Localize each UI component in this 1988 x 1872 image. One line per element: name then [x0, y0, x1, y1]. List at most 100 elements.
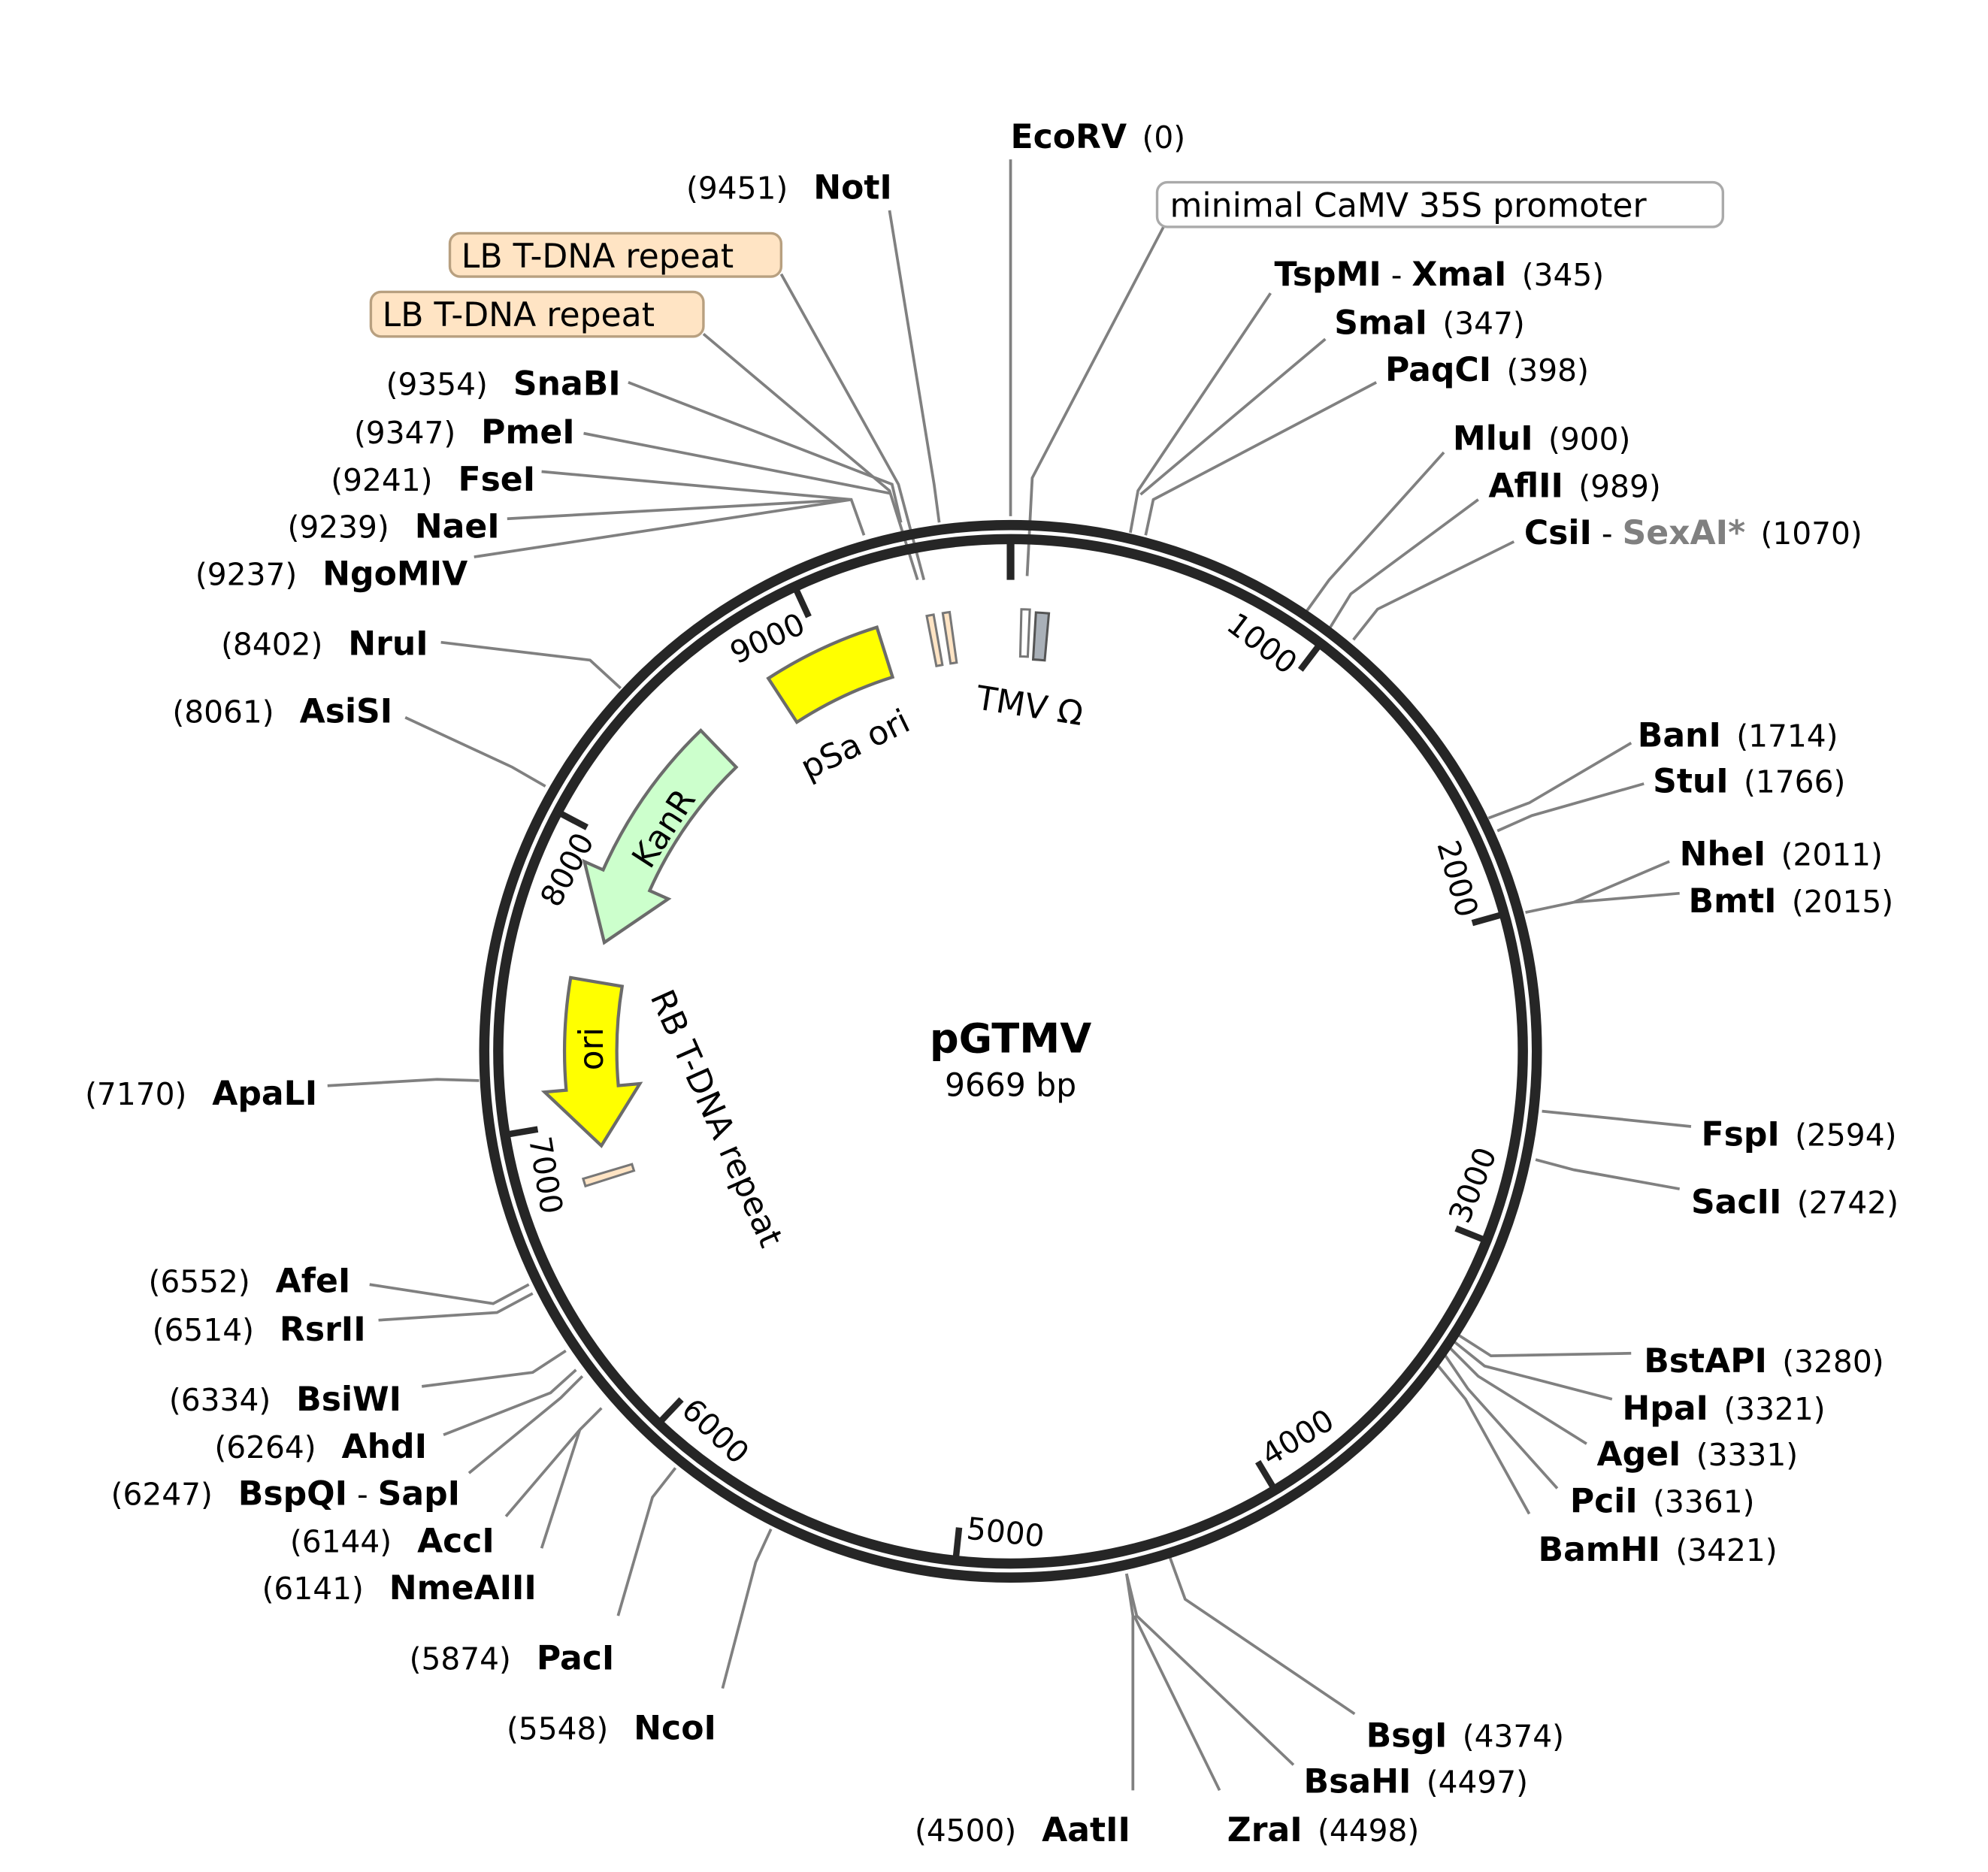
tick-mark: [1471, 912, 1502, 927]
tick-mark: [793, 588, 812, 618]
enzyme-asisi[interactable]: (8061)AsiSI: [172, 693, 392, 731]
features: [540, 608, 1051, 1188]
leader-zrai: [1133, 1615, 1221, 1792]
feature-kanr-arrow[interactable]: [582, 728, 739, 945]
enzyme-smai[interactable]: SmaI(347): [1334, 304, 1525, 342]
lb-tdna-label-2[interactable]: LB T-DNA repeat: [369, 290, 705, 338]
leader-paqci: [1144, 381, 1378, 536]
tick-label: 6000: [675, 1391, 756, 1471]
leader-stui: [1496, 782, 1645, 833]
leader-bsiwi: [421, 1349, 567, 1388]
enzyme-hpai[interactable]: HpaI(3321): [1622, 1390, 1825, 1428]
enzyme-bsgi[interactable]: BsgI(4374): [1366, 1717, 1564, 1756]
enzyme-sacii[interactable]: SacII(2742): [1691, 1183, 1899, 1221]
leader-pmei: [583, 431, 890, 495]
plasmid-size: 9669 bp: [945, 1066, 1076, 1103]
feature-label-rb-tdna: RB T-DNA repeat: [643, 984, 790, 1253]
leader-bsahi: [1125, 1573, 1295, 1766]
enzyme-ahdi[interactable]: (6264)AhdI: [214, 1428, 427, 1466]
feature-promoter[interactable]: [1018, 608, 1031, 658]
tick-mark: [1297, 644, 1321, 672]
tick-mark: [658, 1397, 684, 1423]
enzyme-csii-sexai[interactable]: CsiI - SexAI*(1070): [1524, 514, 1862, 552]
enzyme-nhei[interactable]: NheI(2011): [1680, 835, 1883, 873]
tick-label: 7000: [522, 1134, 570, 1217]
enzyme-pmei[interactable]: (9347)PmeI: [354, 413, 575, 452]
leader-apali: [327, 1078, 480, 1087]
leader-csii: [1352, 540, 1515, 641]
enzyme-bspqi-sapi[interactable]: (6247)BspQI - SapI: [111, 1475, 460, 1514]
enzyme-aflii[interactable]: AflII(989): [1488, 467, 1660, 505]
leader-bmti: [1573, 891, 1680, 904]
enzyme-aatii[interactable]: (4500)AatII: [915, 1811, 1130, 1849]
feature-psa-ori[interactable]: [766, 625, 895, 724]
leader-nmeaiii: [540, 1429, 582, 1549]
enzyme-naei[interactable]: (9239)NaeI: [287, 508, 499, 546]
enzyme-ngomiv[interactable]: (9237)NgoMIV: [195, 555, 467, 593]
lb-tdna-text-1: LB T-DNA repeat: [461, 237, 734, 276]
enzyme-agei[interactable]: AgeI(3331): [1596, 1435, 1798, 1474]
promoter-text: minimal CaMV 35S promoter: [1170, 186, 1647, 225]
leader-smai: [1139, 337, 1327, 496]
feature-label-psa-ori: pSa ori: [794, 702, 915, 787]
enzyme-bani[interactable]: BanI(1714): [1638, 717, 1838, 755]
leader-nhei: [1525, 860, 1670, 914]
enzyme-bstapi[interactable]: BstAPI(3280): [1644, 1342, 1884, 1381]
enzyme-nmeaiii[interactable]: (6141)NmeAIII: [262, 1569, 537, 1607]
feature-label-tmv: TMV Ω: [973, 679, 1085, 733]
enzyme-fspi[interactable]: FspI(2594): [1702, 1115, 1897, 1154]
backbone-outer-strand: [479, 519, 1542, 1583]
enzyme-tspmi-xmai[interactable]: TspMI - XmaI(345): [1275, 256, 1605, 294]
leader-nrui: [440, 640, 622, 690]
leader-sacii: [1535, 1158, 1681, 1190]
enzyme-ecorv[interactable]: EcoRV(0): [1011, 118, 1186, 156]
feature-tmv-omega[interactable]: [1031, 611, 1051, 662]
leader-mlui: [1305, 451, 1445, 613]
enzyme-bmti[interactable]: BmtI(2015): [1689, 882, 1894, 921]
tick-mark: [952, 1527, 963, 1557]
enzyme-pcii[interactable]: PciI(3361): [1570, 1483, 1755, 1521]
enzyme-snabi[interactable]: (9354)SnaBI: [386, 365, 621, 404]
leader-pcii: [1442, 1352, 1559, 1489]
leader-bani: [1487, 742, 1632, 820]
leader-ahdi: [443, 1368, 577, 1437]
enzyme-rsrii[interactable]: (6514)RsrII: [153, 1311, 366, 1349]
leader-aatii: [1124, 1573, 1135, 1791]
leader-asisi: [404, 716, 546, 788]
leader-rsrii: [378, 1292, 534, 1322]
enzyme-mlui[interactable]: MluI(900): [1453, 420, 1631, 458]
feature-label-ori: ori: [573, 1027, 611, 1070]
enzyme-paqci[interactable]: PaqCI(398): [1385, 351, 1589, 389]
feature-lb-tdna-1[interactable]: [925, 613, 944, 668]
enzyme-nrui[interactable]: (8402)NruI: [221, 625, 428, 664]
enzyme-ncoi[interactable]: (5548)NcoI: [507, 1710, 716, 1748]
enzyme-afei[interactable]: (6552)AfeI: [148, 1262, 350, 1300]
leader-bstapi: [1458, 1334, 1632, 1358]
enzyme-bamhi[interactable]: BamHI(3421): [1538, 1531, 1777, 1569]
tick-mark: [1255, 1459, 1276, 1489]
leader-ncoi: [721, 1528, 773, 1689]
enzyme-bsahi[interactable]: BsaHI(4497): [1304, 1763, 1529, 1801]
leader-noti: [888, 210, 941, 523]
plasmid-name: pGTMV: [930, 1015, 1091, 1063]
enzyme-noti[interactable]: (9451)NotI: [686, 169, 892, 207]
feature-lb-tdna-2[interactable]: [941, 610, 958, 665]
enzyme-zrai[interactable]: ZraI(4498): [1227, 1811, 1419, 1849]
leader-lines: [327, 159, 1692, 1792]
enzyme-apali[interactable]: (7170)ApaLI: [85, 1075, 317, 1113]
leader-aflii: [1329, 498, 1479, 628]
feature-ori-arrow[interactable]: [540, 975, 643, 1148]
enzyme-paci[interactable]: (5874)PacI: [410, 1639, 615, 1677]
leader-bamhi: [1435, 1362, 1531, 1515]
lb-tdna-label-1[interactable]: LB T-DNA repeat: [448, 231, 783, 278]
leader-paci: [616, 1467, 677, 1616]
leader-snabi: [628, 381, 903, 523]
enzyme-fsei[interactable]: (9241)FseI: [331, 461, 535, 499]
promoter-label[interactable]: minimal CaMV 35S promoter: [1155, 180, 1725, 228]
enzyme-bsiwi[interactable]: (6334)BsiWI: [169, 1381, 401, 1419]
enzyme-stui[interactable]: StuI(1766): [1653, 763, 1845, 801]
enzyme-acci[interactable]: (6144)AccI: [290, 1522, 495, 1560]
feature-rb-tdna[interactable]: [581, 1163, 636, 1188]
leader-acci: [504, 1407, 603, 1518]
